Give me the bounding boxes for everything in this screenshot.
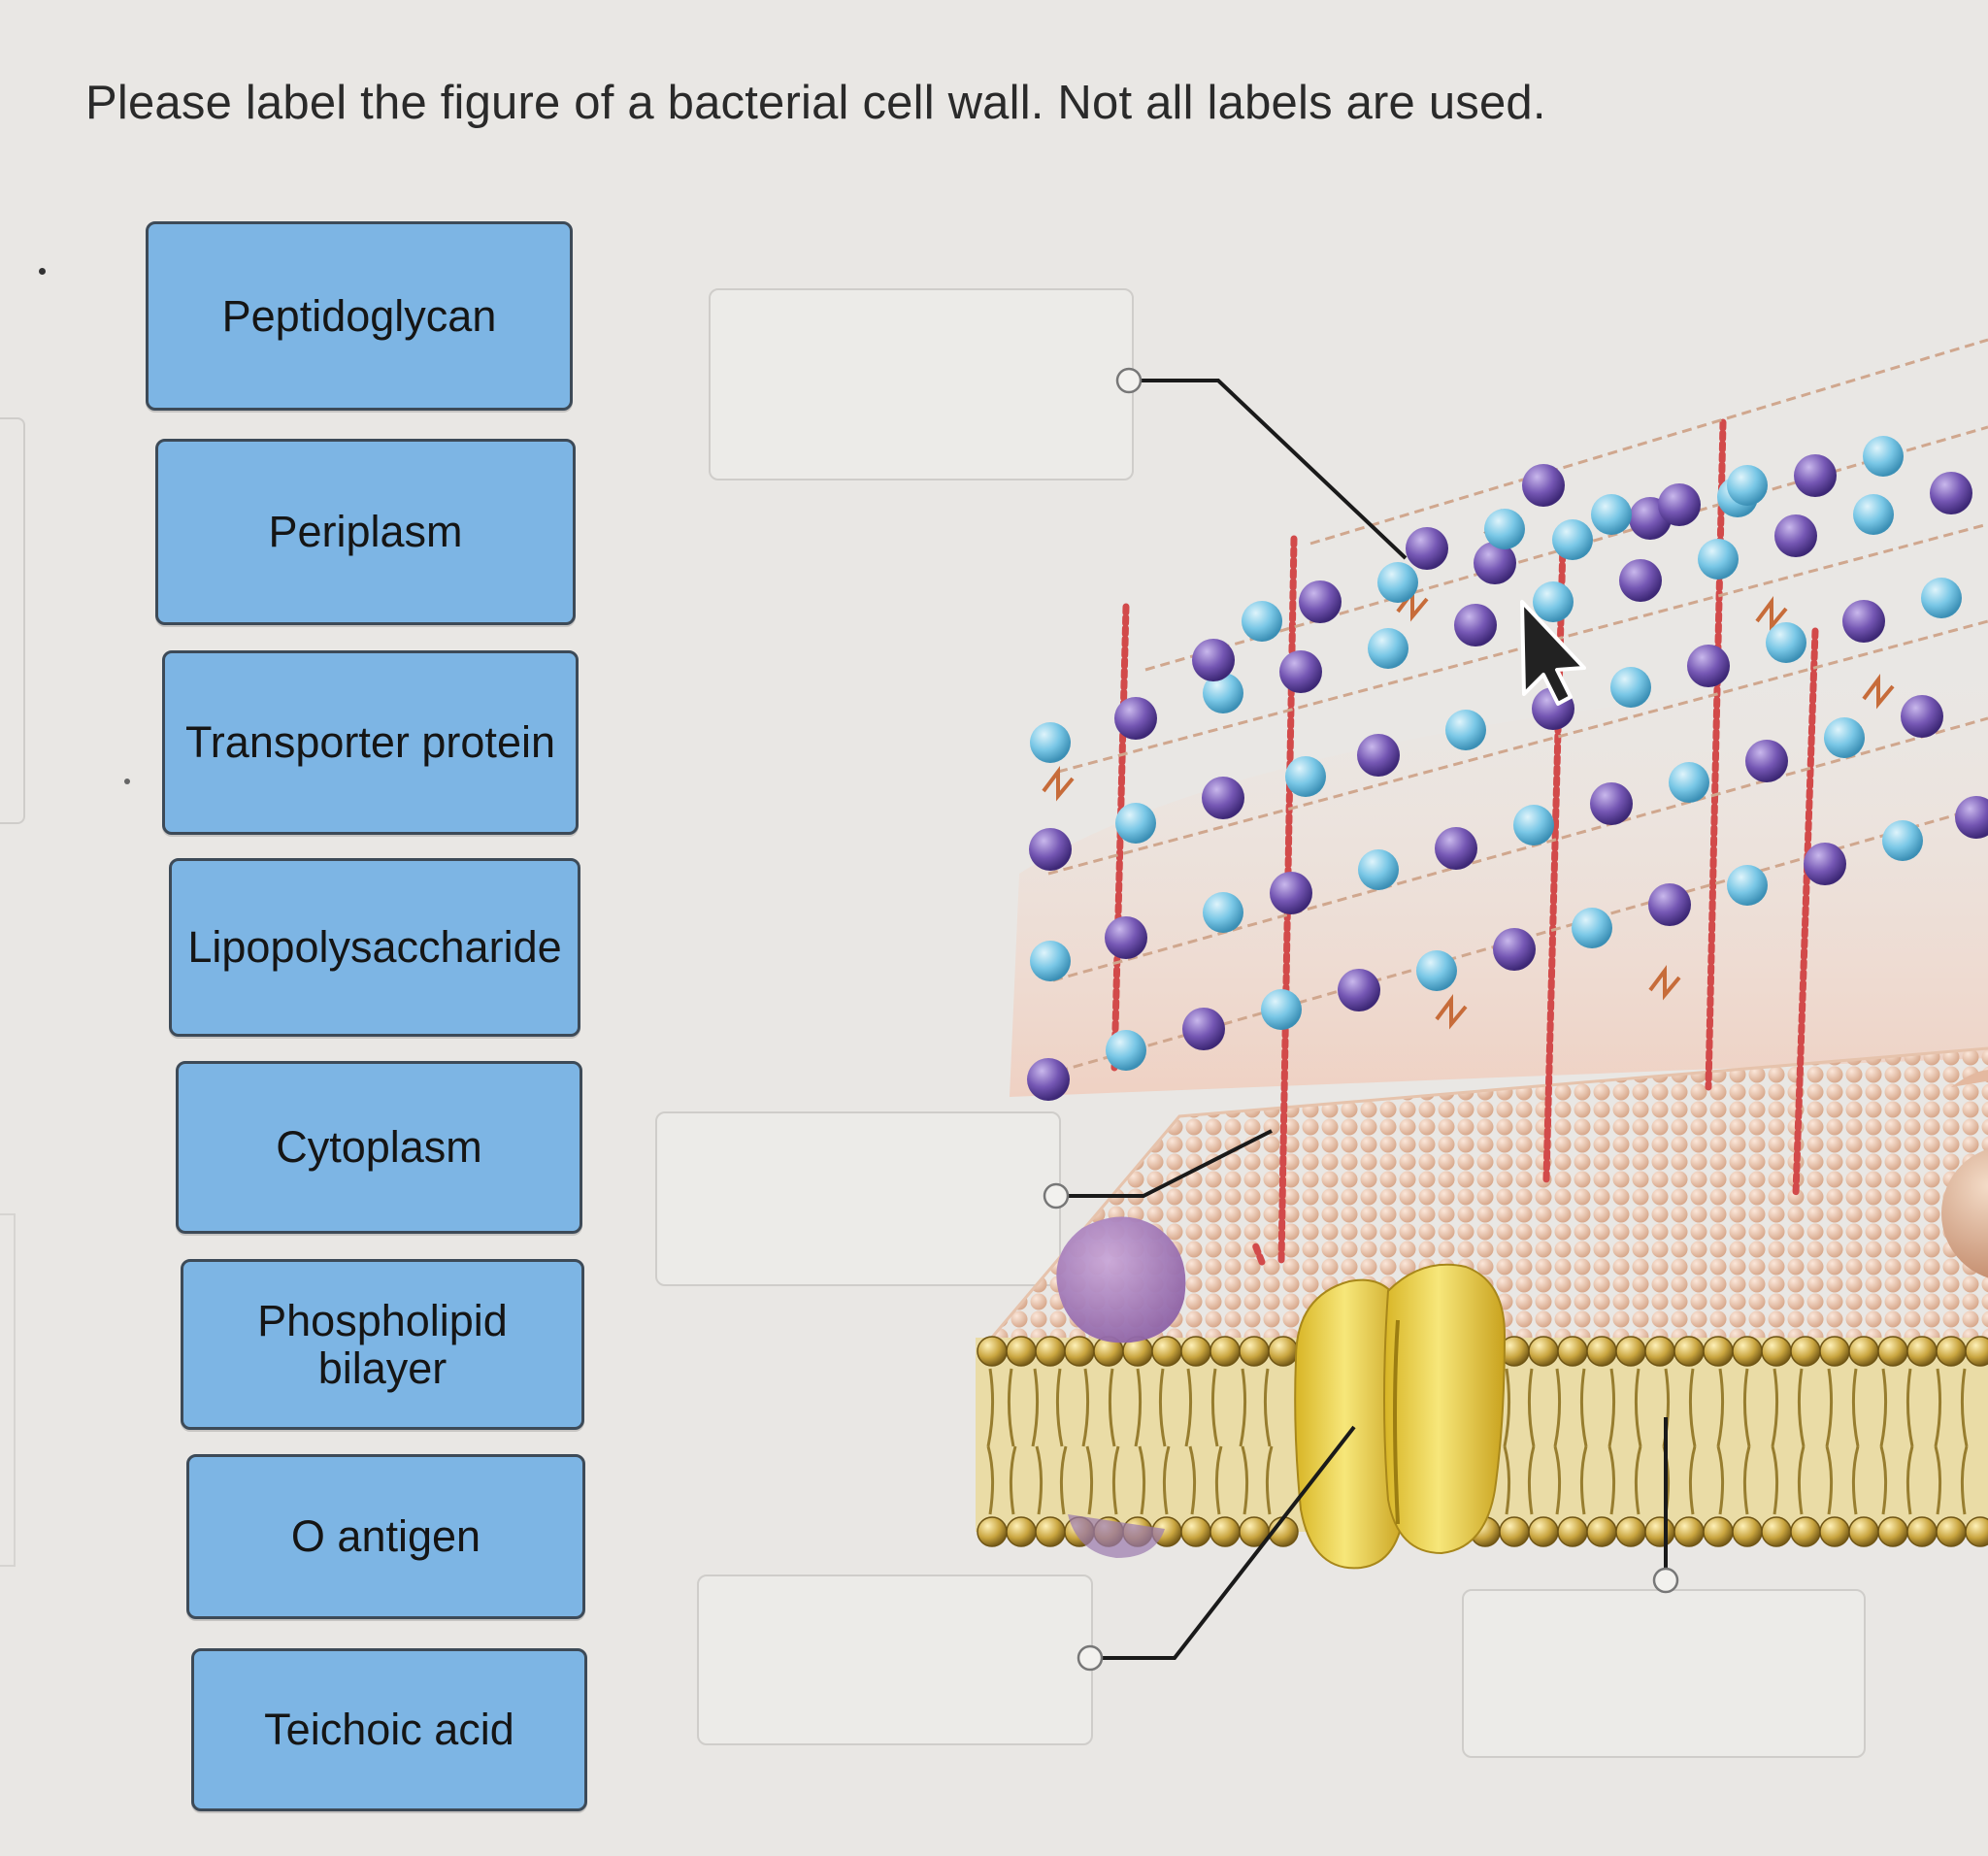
label-chip-cytoplasm[interactable]: Cytoplasm xyxy=(176,1061,582,1234)
label-text: Periplasm xyxy=(268,507,463,557)
label-text: O antigen xyxy=(290,1511,481,1562)
drop-zone-bottom-right[interactable] xyxy=(1462,1589,1866,1758)
drop-zone-middle[interactable] xyxy=(655,1111,1061,1286)
label-chip-periplasm[interactable]: Periplasm xyxy=(155,439,576,625)
label-chip-transporter-protein[interactable]: Transporter protein xyxy=(162,650,579,835)
drop-zone-bottom-left[interactable] xyxy=(697,1574,1093,1745)
label-text: Peptidoglycan xyxy=(221,290,497,341)
side-panel-edge-lower xyxy=(0,1213,16,1567)
membrane-protein xyxy=(1056,1216,1186,1343)
bullet-mark-small xyxy=(124,779,130,784)
label-chip-peptidoglycan[interactable]: Peptidoglycan xyxy=(146,221,573,411)
mouse-pointer-icon xyxy=(1520,600,1586,706)
label-text: Phospholipid bilayer xyxy=(257,1295,508,1393)
label-chip-o-antigen[interactable]: O antigen xyxy=(186,1454,585,1619)
label-chip-lipopolysaccharide[interactable]: Lipopolysaccharide xyxy=(169,858,580,1037)
side-panel-edge xyxy=(0,417,25,824)
peptidoglycan-mesh xyxy=(1027,338,1988,1101)
label-text: Cytoplasm xyxy=(276,1122,482,1173)
instruction-text: Please label the figure of a bacterial c… xyxy=(85,77,1546,129)
label-text: Transporter protein xyxy=(184,717,555,768)
label-chip-teichoic-acid[interactable]: Teichoic acid xyxy=(191,1648,587,1811)
bullet-mark xyxy=(39,268,46,275)
label-chip-phospholipid-bilayer[interactable]: Phospholipid bilayer xyxy=(181,1259,584,1430)
label-text: Lipopolysaccharide xyxy=(187,922,562,973)
leader-lines xyxy=(1058,379,1668,1660)
drop-zone-top[interactable] xyxy=(709,288,1134,481)
label-text: Teichoic acid xyxy=(264,1705,514,1755)
transporter-protein xyxy=(1294,1263,1507,1570)
